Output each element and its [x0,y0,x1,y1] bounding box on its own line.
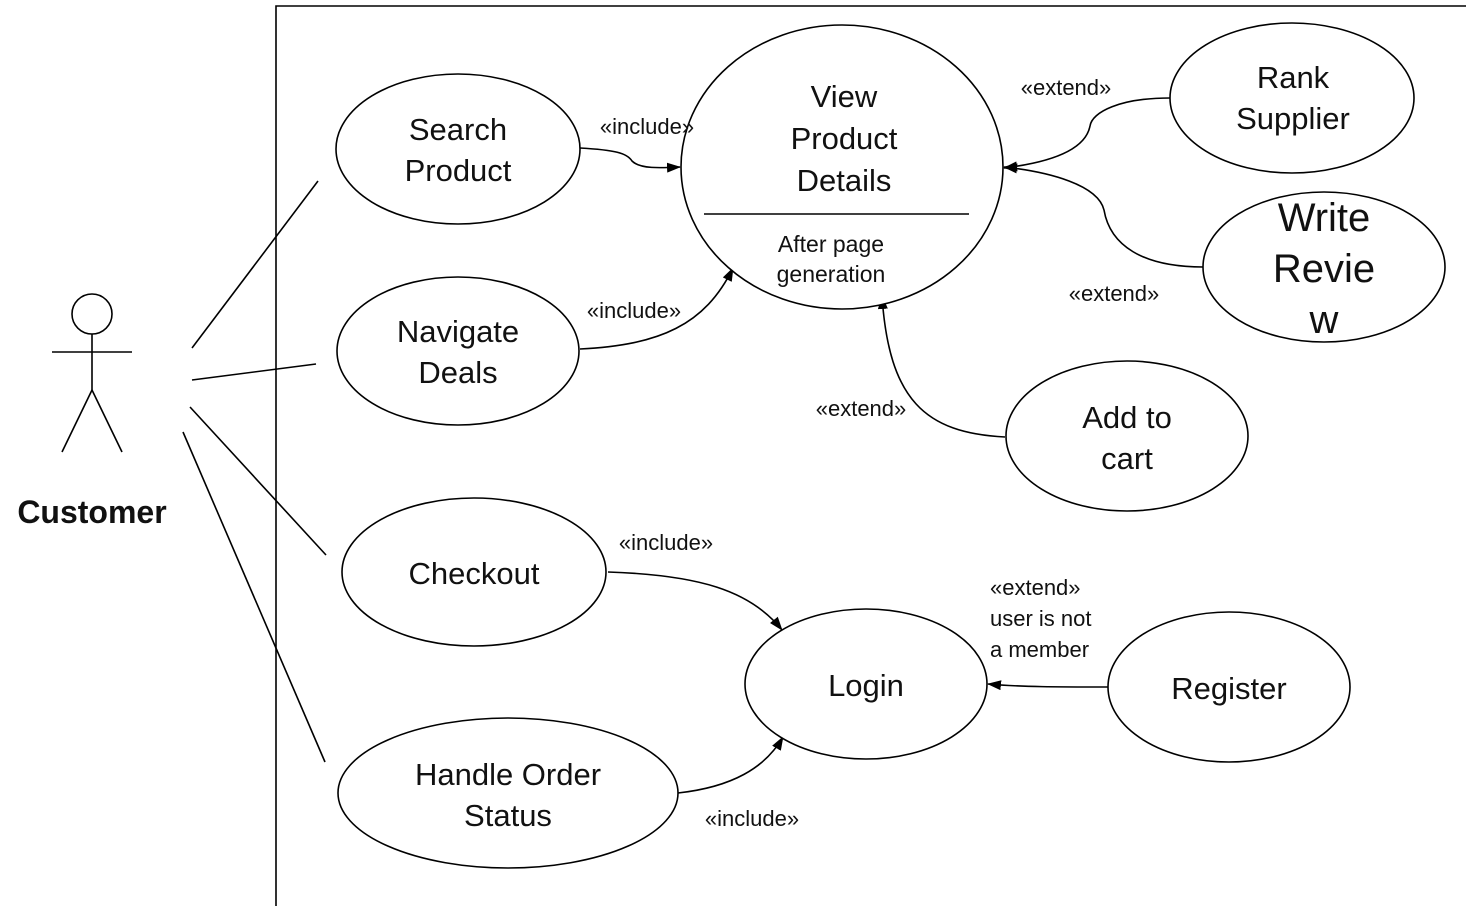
use-case-label: Checkout [409,556,540,591]
use-case-shape [337,717,679,869]
include-search-to-view [579,147,681,173]
include-checkout-to-login [607,571,783,631]
use-case-label: Handle Order [415,757,601,792]
include-navigate-to-view [579,267,734,350]
use-case-label: Write [1278,196,1371,240]
extend-condition-register: user is not [990,606,1092,631]
use-case-label: Product [791,121,898,156]
use-case-label: Navigate [397,314,519,349]
extend-register-to-login [987,680,1109,691]
use-case-label: Product [405,153,512,188]
extend-cart-to-view [877,295,1006,438]
use-case-label: Revie [1273,247,1375,291]
use-case-shape [1202,191,1446,343]
use-case-checkout[interactable]: Checkout [341,497,607,647]
extend-label-add-to-cart: «extend» [816,396,907,421]
customer-actor: Customer [17,293,167,530]
use-case-label: Details [797,163,892,198]
use-case-shape [341,497,607,647]
include-label-checkout: «include» [619,530,713,555]
actor-left-leg [61,389,93,453]
use-case-handle-order-status[interactable]: Handle Order Status [337,717,679,869]
use-case-label: Register [1171,671,1286,706]
extend-label-register: «extend» [990,575,1081,600]
use-case-label: w [1309,298,1339,342]
system-boundary [275,5,1466,906]
use-case-label: Search [409,112,507,147]
association-navigate-deals [191,363,317,381]
extend-review-to-view [1003,163,1204,268]
use-case-label: View [811,79,878,114]
include-label-search: «include» [600,114,694,139]
use-case-view-product-details[interactable]: View Product Details After page generati… [680,24,1004,310]
extend-condition-register: a member [990,637,1089,662]
include-label-handle-order: «include» [705,806,799,831]
include-handle-to-login [677,736,784,794]
use-case-shape [1005,360,1249,512]
use-case-label: Login [828,668,904,703]
use-case-navigate-deals[interactable]: Navigate Deals [336,276,580,426]
association-handle-order-status [182,431,326,763]
use-case-shape [744,608,988,760]
use-case-rank-supplier[interactable]: Rank Supplier [1169,22,1415,174]
use-case-label: Deals [418,355,497,390]
use-case-shape [336,276,580,426]
use-case-login[interactable]: Login [744,608,988,760]
use-case-register[interactable]: Register [1107,611,1351,763]
extend-rank-to-view [1003,97,1171,172]
extension-point-text: generation [777,261,886,287]
association-search-product [191,180,319,349]
actor-right-leg [91,389,123,453]
include-label-navigate: «include» [587,298,681,323]
use-case-search-product[interactable]: Search Product [335,73,581,225]
use-case-shape [335,73,581,225]
actor-label: Customer [17,494,166,530]
actor-head [71,293,113,335]
extend-label-write-review: «extend» [1069,281,1160,306]
extension-point-text: After page [778,231,884,257]
use-case-label: Supplier [1236,101,1350,136]
use-case-shape [1107,611,1351,763]
association-checkout [189,406,327,556]
use-case-label: Add to [1082,400,1172,435]
extend-label-rank-supplier: «extend» [1021,75,1112,100]
use-case-label: Status [464,798,552,833]
use-case-add-to-cart[interactable]: Add to cart [1005,360,1249,512]
use-case-shape [680,24,1004,310]
use-case-shape [1169,22,1415,174]
use-case-label: Rank [1257,60,1330,95]
use-case-write-review[interactable]: Write Revie w [1202,191,1446,343]
use-case-label: cart [1101,441,1153,476]
